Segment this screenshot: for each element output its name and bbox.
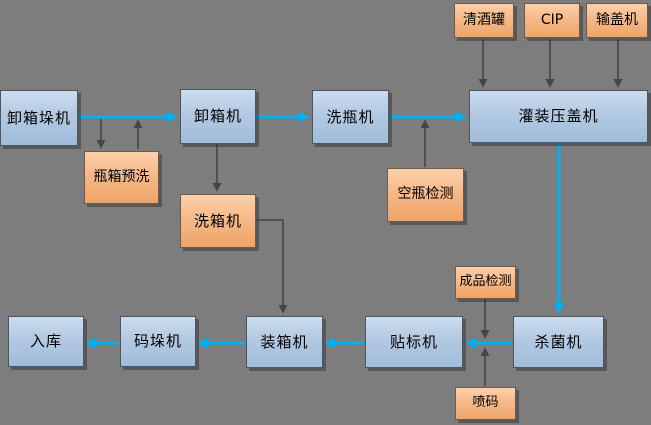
node-label: 卸箱机 xyxy=(193,107,242,126)
node-cap-feeder: 输盖机 xyxy=(586,3,648,38)
node-crate-washer: 洗箱机 xyxy=(180,194,256,248)
node-label: 码垛机 xyxy=(133,332,182,351)
node-label: 空瓶检测 xyxy=(397,186,454,203)
node-bright-beer-tank: 清酒罐 xyxy=(454,3,514,38)
node-sterilizer: 杀菌机 xyxy=(513,316,604,368)
node-label: 输盖机 xyxy=(596,11,638,28)
node-finished-product-inspector: 成品检测 xyxy=(455,266,516,299)
node-label: 洗箱机 xyxy=(193,211,242,230)
node-label: 卸箱垛机 xyxy=(6,108,71,127)
node-warehouse-storage: 入库 xyxy=(8,316,84,367)
node-bottle-washer: 洗瓶机 xyxy=(312,90,389,144)
node-case-depalletizer: 卸箱垛机 xyxy=(0,90,78,146)
node-case-packer: 装箱机 xyxy=(246,316,323,368)
node-decrater: 卸箱机 xyxy=(180,89,256,144)
node-label: 洗瓶机 xyxy=(326,107,375,126)
node-inkjet-coder: 喷码 xyxy=(455,387,516,420)
node-label: 成品检测 xyxy=(459,274,512,290)
node-labeler: 贴标机 xyxy=(365,316,463,368)
node-filler-capper: 灌装压盖机 xyxy=(469,90,648,143)
node-label: CIP xyxy=(540,11,564,28)
node-label: 杀菌机 xyxy=(534,332,583,351)
node-label: 清酒罐 xyxy=(463,11,505,28)
node-cip: CIP xyxy=(524,3,580,38)
node-label: 瓶箱预洗 xyxy=(93,168,150,185)
node-palletizer: 码垛机 xyxy=(120,316,196,367)
node-label: 灌装压盖机 xyxy=(518,107,599,126)
node-crate-prewash: 瓶箱预洗 xyxy=(84,151,159,204)
node-label: 入库 xyxy=(29,332,62,351)
node-label: 喷码 xyxy=(472,395,499,411)
node-label: 贴标机 xyxy=(389,332,438,351)
node-label: 装箱机 xyxy=(260,332,309,351)
node-empty-bottle-inspector: 空瓶检测 xyxy=(387,168,464,222)
edge-crate-washer-to-case-packer xyxy=(256,219,288,314)
